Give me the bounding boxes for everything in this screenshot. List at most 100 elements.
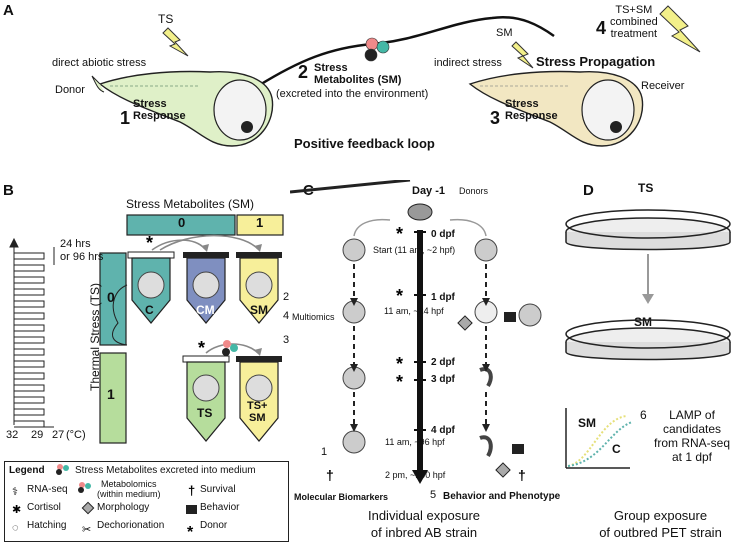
num-4: 4 xyxy=(283,310,290,322)
multiomics-label: Multiomics xyxy=(292,312,335,322)
temp-32: 32 xyxy=(6,429,19,441)
svg-text:*: * xyxy=(396,224,403,244)
ts-1-label: 1 xyxy=(107,386,115,402)
sm-0-box xyxy=(126,214,236,236)
step-1-number: 1 xyxy=(120,108,131,128)
stress-response-3: Stress Response xyxy=(505,98,558,122)
tube-ts-sm xyxy=(236,356,282,442)
legend-hatching: Hatching xyxy=(27,520,67,531)
legend-behavior: Behavior xyxy=(200,502,240,513)
step-4-number: 4 xyxy=(596,18,607,38)
legend-donor: Donor xyxy=(200,520,228,531)
tube-cm xyxy=(183,252,229,324)
panel-b-letter: B xyxy=(3,182,14,199)
ts-1-box xyxy=(99,352,127,444)
num-6: 6 xyxy=(640,408,647,422)
svg-text:✱: ✱ xyxy=(12,504,21,516)
legend-metabolomics: Metabolomics (within medium) xyxy=(97,479,161,499)
step-3-number: 3 xyxy=(490,108,501,128)
duration-label: 24 hrs or 96 hrs xyxy=(60,238,104,263)
metabolite-ball xyxy=(364,48,378,62)
svg-text:†: † xyxy=(518,467,526,483)
temp-29: 29 xyxy=(31,429,44,441)
stress-propagation-label: Stress Propagation xyxy=(536,54,656,69)
svg-text:✂: ✂ xyxy=(82,524,91,536)
svg-text:⚕: ⚕ xyxy=(12,486,18,498)
molecular-biomarkers-label: Molecular Biomarkers xyxy=(294,492,389,502)
propagation-curve xyxy=(257,15,555,88)
behavior-phenotype-label: Behavior and Phenotype xyxy=(443,491,561,502)
indirect-stress-label: indirect stress xyxy=(434,57,502,69)
panel-d-caption: Group exposure of outbred PET strain xyxy=(599,508,722,540)
ts-label: TS xyxy=(158,12,174,26)
plot-c-label: C xyxy=(612,442,621,456)
donor-asterisk: * xyxy=(146,233,153,253)
svg-text:*: * xyxy=(396,286,403,306)
plot-sm-label: SM xyxy=(578,416,596,430)
svg-text:◌: ◌ xyxy=(12,522,19,534)
metabolite-ball xyxy=(376,40,390,54)
dish-sm-label: SM xyxy=(634,315,652,329)
panel-b-graphics: * * xyxy=(9,214,284,444)
legend-dechorionation: Dechorionation xyxy=(97,520,165,531)
panel-c-graphics: * * * * † † xyxy=(290,180,542,484)
svg-text:*: * xyxy=(396,354,403,374)
sm-header: Stress Metabolites (SM) xyxy=(126,197,255,211)
svg-text:*: * xyxy=(396,372,403,392)
t3-label: 3 dpf xyxy=(431,374,455,385)
tube-sm xyxy=(236,252,282,324)
tube-ts xyxy=(182,355,230,442)
t0-label: 0 dpf xyxy=(431,229,455,240)
legend-cortisol: Cortisol xyxy=(27,502,61,513)
panel-c-caption: Individual exposure of inbred AB strain xyxy=(367,508,481,540)
svg-text:*: * xyxy=(187,524,194,540)
legend-box xyxy=(4,461,289,542)
temp-27: 27 xyxy=(52,429,65,441)
legend-survival: Survival xyxy=(200,484,236,495)
t1-label: 1 dpf xyxy=(431,292,455,303)
donor-dish xyxy=(407,203,433,221)
sm-1-label: 1 xyxy=(256,215,264,230)
legend-rnaseq: RNA-seq xyxy=(27,484,68,495)
legend-title: Legend xyxy=(9,465,45,476)
stress-metabolites-title: Stress Metabolites (SM) xyxy=(314,62,402,86)
panel-a-graphics xyxy=(91,5,701,147)
lamp-label: LAMP of candidates from RNA-seq at 1 dpf xyxy=(653,408,730,464)
tube-sm-label: SM xyxy=(250,303,268,317)
receiver-label: Receiver xyxy=(641,80,685,92)
multiomics-bracket xyxy=(112,284,128,346)
tube-cm-label: CM xyxy=(196,303,215,317)
donor-label: Donor xyxy=(55,84,85,96)
sm-0-label: 0 xyxy=(178,215,186,230)
dish-ts-label: TS xyxy=(638,181,654,195)
num-5: 5 xyxy=(430,489,437,501)
stress-response-1: Stress Response xyxy=(133,98,186,122)
donor-larva xyxy=(91,70,274,147)
lightning-icon xyxy=(659,5,701,53)
num-1: 1 xyxy=(321,446,328,458)
receiver-larva xyxy=(468,70,644,147)
svg-text:†: † xyxy=(326,467,334,483)
combined-treatment-label: TS+SM combined treatment xyxy=(610,4,658,40)
ts-axis-label: Thermal Stress (TS) xyxy=(88,283,102,392)
num-2: 2 xyxy=(283,291,290,303)
temperature-chart xyxy=(9,237,54,428)
donors-label: Donors xyxy=(459,186,489,196)
sm-dish xyxy=(565,319,731,361)
tube-c-label: C xyxy=(145,303,154,317)
t4-sub-label: 11 am, ~96 hpf xyxy=(385,437,445,447)
svg-text:†: † xyxy=(188,483,195,498)
arrow-c-to-sm xyxy=(159,234,259,251)
day-minus1-label: Day -1 xyxy=(412,185,446,197)
donor-asterisk: * xyxy=(198,338,205,358)
num-3: 3 xyxy=(283,334,290,346)
stress-metabolites-subtitle: (excreted into the environment) xyxy=(276,88,429,100)
end-sub-label: 2 pm, ~100 hpf xyxy=(385,470,446,480)
lightning-icon xyxy=(162,27,189,57)
ts-0-box xyxy=(99,252,127,346)
tube-ts-label: TS xyxy=(197,406,213,420)
ts-dish xyxy=(565,209,731,251)
direct-stress-label: direct abiotic stress xyxy=(52,57,147,69)
ts-0-label: 0 xyxy=(107,289,115,305)
lamp-plot xyxy=(565,408,633,469)
